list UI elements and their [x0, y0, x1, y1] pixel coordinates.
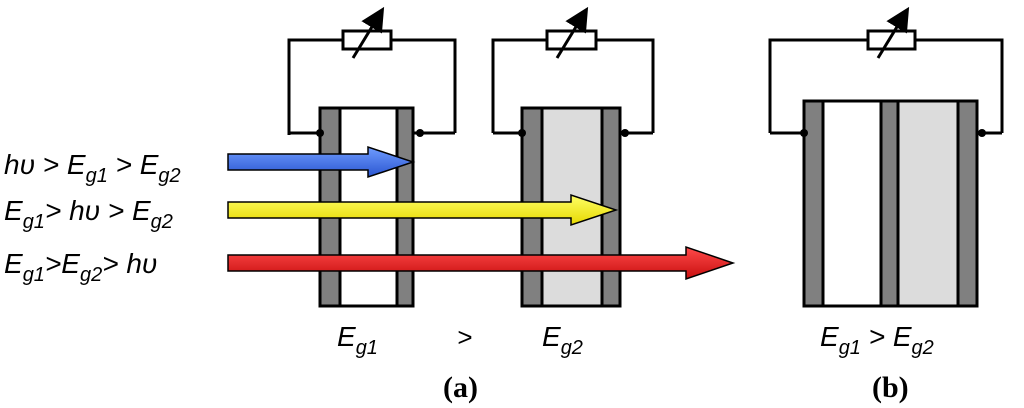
condition-label-2: Eg1> hυ > Eg2 [4, 195, 173, 233]
arrow-mid-energy-yellow [227, 193, 619, 227]
compare-sign: > [457, 322, 472, 352]
tandem-electrode-left [802, 99, 825, 308]
arrow-high-energy-blue [227, 145, 416, 179]
caption-b: (b) [872, 371, 909, 404]
variable-resistor-icon [341, 6, 393, 59]
condition-label-3: Eg1>Eg2> hυ [4, 248, 157, 286]
tandem-cell [768, 6, 1004, 308]
caption-a: (a) [443, 371, 478, 404]
condition-label-1: hυ > Eg1 > Eg2 [4, 149, 181, 187]
tandem-cell-label: Eg1 > Eg2 [820, 321, 934, 359]
variable-resistor-icon [866, 6, 917, 59]
variable-resistor-icon [545, 6, 598, 59]
arrow-low-energy-red [227, 245, 736, 281]
tandem-electrode-middle [879, 99, 900, 308]
tandem-bottom-layer [896, 99, 960, 308]
tandem-electrode-right [956, 99, 979, 308]
cell-1-label: Eg1 [337, 321, 378, 359]
cell-2-label: Eg2 [542, 321, 583, 359]
